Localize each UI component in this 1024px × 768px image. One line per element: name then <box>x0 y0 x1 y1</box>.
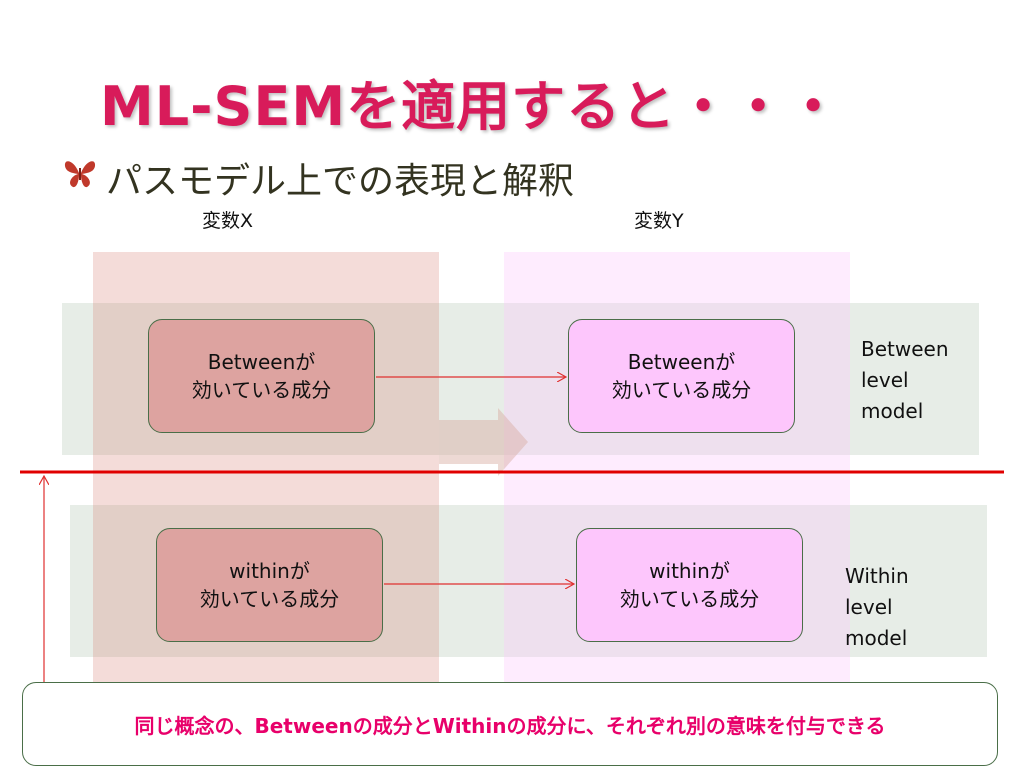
conclusion-note-box: 同じ概念の、Betweenの成分とWithinの成分に、それぞれ別の意味を付与で… <box>22 682 998 766</box>
bullet-text: パスモデル上での表現と解釈 <box>106 161 575 202</box>
within-y-component-box: withinが 効いている成分 <box>576 528 803 642</box>
box-line-1: Betweenが <box>207 350 316 374</box>
level-label-line-1: Within <box>845 564 909 588</box>
conclusion-note-text: 同じ概念の、Betweenの成分とWithinの成分に、それぞれ別の意味を付与で… <box>134 713 886 738</box>
between-y-component-box: Betweenが 効いている成分 <box>568 319 795 433</box>
box-line-2: 効いている成分 <box>619 587 760 611</box>
box-line-1: Betweenが <box>627 350 736 374</box>
level-label-line-1: Between <box>861 337 949 361</box>
box-line-1: withinが <box>649 559 730 583</box>
box-line-1: withinが <box>229 559 310 583</box>
level-label-line-2: level <box>845 595 893 619</box>
box-line-2: 効いている成分 <box>199 587 340 611</box>
level-label-line-3: model <box>861 399 924 423</box>
between-x-component-box: Betweenが 効いている成分 <box>148 319 375 433</box>
box-line-2: 効いている成分 <box>611 378 752 402</box>
level-label-line-2: level <box>861 368 909 392</box>
slide-title: ML-SEMを適用すると・・・ <box>100 75 842 138</box>
between-level-model-label: Between level model <box>861 334 949 427</box>
box-line-2: 効いている成分 <box>191 378 332 402</box>
variable-x-label: 変数X <box>202 210 254 232</box>
within-level-model-label: Within level model <box>845 561 909 654</box>
transition-block-arrow <box>439 408 528 476</box>
level-label-line-3: model <box>845 626 908 650</box>
butterfly-icon <box>64 161 96 188</box>
variable-y-label: 変数Y <box>634 210 684 232</box>
within-x-component-box: withinが 効いている成分 <box>156 528 383 642</box>
